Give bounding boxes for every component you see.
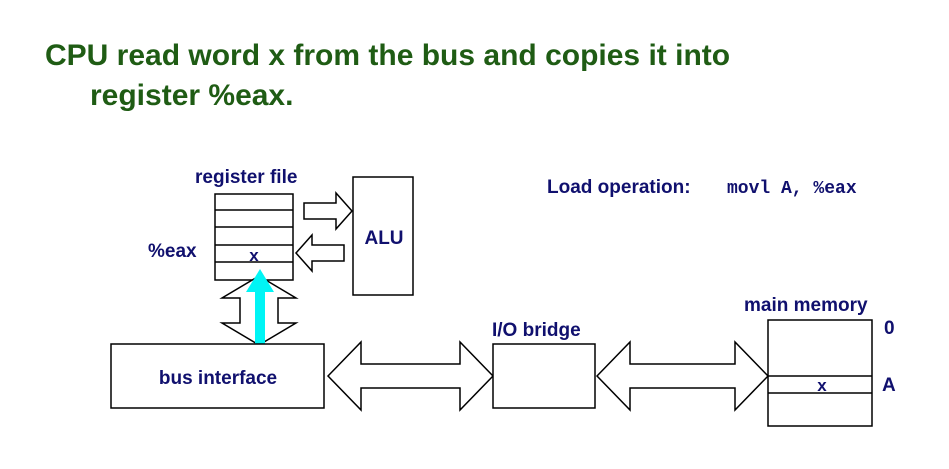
memory-address-a: A xyxy=(882,375,896,396)
bus-interface-label: bus interface xyxy=(159,368,277,389)
register-file xyxy=(214,193,294,281)
slide-title: CPU read word x from the bus and copies … xyxy=(45,36,730,116)
memory-cell-value: x xyxy=(817,376,827,395)
slide-title-line-1: CPU read word x from the bus and copies … xyxy=(45,39,731,72)
eax-register-value: x xyxy=(249,246,259,265)
main-memory-box xyxy=(767,319,873,427)
alu-label: ALU xyxy=(364,228,403,249)
alu-box xyxy=(352,176,414,296)
load-operation-label: Load operation: xyxy=(547,177,691,198)
iobridge-memory-double-arrow xyxy=(595,340,770,412)
bus-interface-box xyxy=(110,343,325,409)
alu-to-regfile-arrow xyxy=(294,233,345,273)
memory-address-0: 0 xyxy=(884,318,895,339)
io-bridge-box xyxy=(492,343,596,409)
load-operation-instruction: movl A, %eax xyxy=(727,179,857,199)
eax-register-label: %eax xyxy=(148,241,197,262)
regfile-to-alu-arrow xyxy=(303,191,354,231)
bus-iobridge-double-arrow xyxy=(326,340,495,412)
io-bridge-label: I/O bridge xyxy=(492,320,581,341)
main-memory-label: main memory xyxy=(744,295,868,316)
data-flow-highlight-arrow xyxy=(246,269,274,350)
register-file-label: register file xyxy=(195,167,297,188)
slide-title-line-2: register %eax. xyxy=(90,79,294,112)
